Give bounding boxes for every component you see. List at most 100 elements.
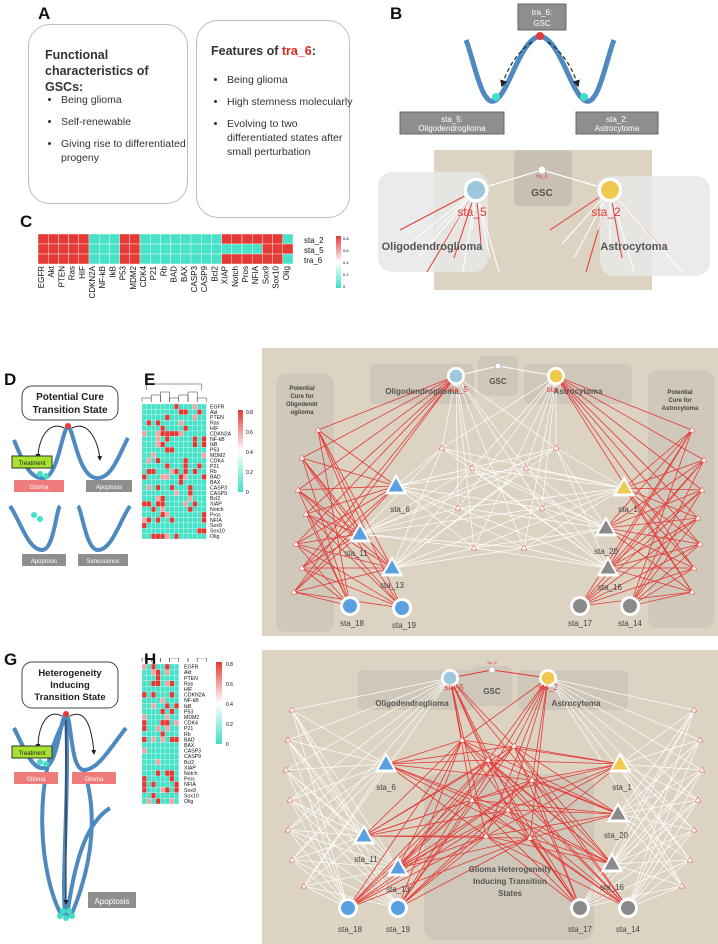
- network-edge: [487, 677, 549, 761]
- heatmap-cell: [149, 253, 161, 265]
- heatmap-cell: [197, 430, 202, 437]
- heatmap-cell: [160, 680, 166, 687]
- heatmap-cell: [262, 233, 273, 245]
- network-edge: [547, 677, 701, 741]
- scale-08: 0.8: [343, 236, 349, 241]
- heatmap-cell: [151, 414, 156, 421]
- heatmap-cell: [197, 414, 202, 421]
- panel-d-landscape: Potential Cure Transition State Treatmen…: [8, 385, 132, 566]
- network-edge: [347, 837, 531, 909]
- heatmap-cell: [160, 781, 166, 788]
- heatmap-cell: [187, 430, 193, 437]
- sta20-label: sta_20: [604, 831, 629, 840]
- gene-label: NF-kB: [210, 437, 225, 443]
- network-edge: [605, 459, 705, 529]
- heatmap-cell: [160, 447, 166, 453]
- network-edge: [629, 429, 693, 607]
- heatmap-cell: [187, 479, 193, 486]
- sta1-label: sta_1: [618, 505, 638, 514]
- apoptosis-box: [86, 480, 132, 492]
- heatmap-cell: [164, 506, 170, 513]
- heatmap-cell: [164, 680, 170, 687]
- heatmap-cell: [146, 474, 152, 480]
- heatmap-cell: [174, 425, 179, 432]
- network-edge: [457, 507, 609, 569]
- gene-label: Sox10: [210, 529, 225, 535]
- heatmap-cell: [192, 479, 198, 486]
- heatmap-cell: [272, 253, 284, 265]
- heatmap-cell: [180, 243, 192, 255]
- heatmap-cell: [160, 243, 171, 255]
- gene-label: Pros: [184, 777, 195, 783]
- glioma-box: [14, 772, 58, 784]
- heatmap-cell: [151, 474, 156, 480]
- network-edge: [619, 763, 683, 887]
- heatmap-cell: [187, 490, 193, 496]
- gene-label: XIAP: [221, 266, 230, 284]
- network-edge: [609, 189, 635, 273]
- gene-label: CDK4: [210, 458, 224, 464]
- network-edge: [619, 739, 701, 765]
- heatmap-cell: [192, 457, 198, 464]
- state-node: [449, 369, 463, 383]
- tra6-box: [517, 3, 567, 31]
- heatmap-cell: [160, 792, 166, 799]
- gene-label: EGFR: [37, 266, 46, 288]
- heatmap-cell: [141, 775, 147, 782]
- apoptosis-box: [88, 892, 136, 908]
- network-edge: [317, 429, 351, 607]
- heatmap-cell: [155, 409, 161, 415]
- heatmap-cell: [155, 533, 161, 540]
- network-edge: [605, 517, 699, 529]
- heatmap-cell: [169, 447, 175, 453]
- network-edge: [461, 739, 621, 765]
- panel-letter-g: G: [4, 650, 18, 669]
- gene-label: CASP9: [210, 491, 227, 497]
- network-edge: [397, 779, 533, 869]
- network-edge: [295, 533, 361, 545]
- heatmap-cell: [241, 243, 253, 255]
- left-cure-line1: Potential: [289, 386, 315, 392]
- heatmap-cell: [155, 495, 161, 502]
- heatmap-cell: [197, 452, 202, 459]
- network-edge: [617, 799, 699, 815]
- heatmap-cell: [190, 233, 202, 245]
- heatmap-cell: [146, 714, 152, 721]
- sta5-node: [467, 181, 485, 199]
- transition-node: [288, 856, 296, 863]
- gene-label: P53: [210, 448, 219, 454]
- heatmap-cell: [151, 686, 156, 693]
- heatmap-cell: [164, 798, 170, 805]
- network-edge: [607, 429, 693, 569]
- heatmap-cell: [272, 233, 284, 245]
- network-edge: [523, 527, 607, 549]
- heatmap-cell: [282, 243, 294, 255]
- heatmap-cell: [146, 490, 152, 496]
- heatmap-cell: [169, 409, 175, 415]
- heatmap-cell: [180, 233, 192, 245]
- transition-node: [700, 456, 708, 463]
- heatmap-cell: [174, 463, 179, 469]
- network-edge: [385, 759, 489, 765]
- heatmap-cell: [197, 501, 202, 507]
- heatmap-cell: [201, 414, 207, 421]
- heatmap-cell: [169, 719, 175, 726]
- gene-label: Bcl2: [210, 496, 220, 502]
- heatmap-cell: [169, 686, 175, 693]
- glioma-box: [14, 480, 64, 492]
- heatmap-cell: [282, 233, 294, 245]
- heatmap-cell: [183, 425, 189, 432]
- heatmap-cell: [183, 490, 189, 496]
- network-edge: [391, 507, 543, 569]
- network-edge: [529, 837, 613, 865]
- network-edge: [617, 769, 703, 815]
- network-edge: [605, 527, 695, 569]
- network-edge: [475, 189, 500, 273]
- heatmap-cell: [201, 533, 207, 540]
- heatmap-cell: [197, 403, 202, 410]
- network-edge: [359, 467, 473, 535]
- heatmap-cell: [187, 441, 193, 448]
- sta17-label: sta_17: [568, 619, 593, 628]
- network-edge: [541, 507, 609, 569]
- network-edge: [455, 375, 473, 469]
